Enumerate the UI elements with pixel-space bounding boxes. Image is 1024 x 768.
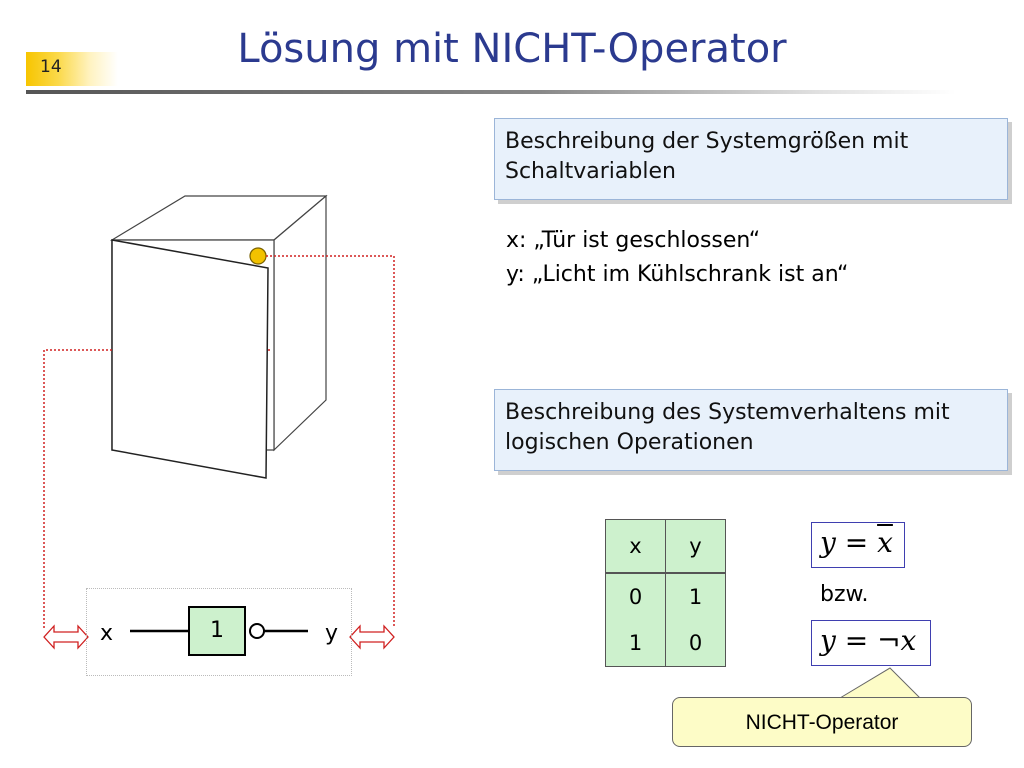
callout-pointer [838,667,922,699]
formula-equals: = [835,526,878,559]
left-double-arrow-icon [43,624,89,650]
not-gate: 1 [188,606,246,656]
table-row: 1 0 [606,620,726,667]
formula-lhs: y [820,526,836,559]
circuit-frame [86,588,352,676]
sensor-wire [266,255,395,628]
slide-number: 14 [40,57,62,77]
cell: 0 [665,620,726,667]
circuit-input-label: x [100,621,114,646]
formula-negation: y = ¬x [811,620,931,666]
formula-rhs-negation: ¬x [877,624,917,657]
formula-lhs: y [820,624,836,657]
system-behavior-box: Beschreibung des Systemverhaltens mit lo… [494,389,1008,471]
connector-text: bzw. [820,582,869,607]
formula-overline: y = x [811,522,905,568]
formula-equals: = [835,624,878,657]
door-sensor-icon [249,247,267,265]
truth-table-header: x y [605,519,726,574]
system-sizes-box: Beschreibung der Systemgrößen mit Schalt… [494,118,1008,200]
y-definition: y: „Licht im Kühlschrank ist an“ [506,262,849,287]
variable-definitions: x: „Tür ist geschlossen“ y: „Licht im Kü… [506,224,848,292]
formula-rhs-overline: x [877,526,893,559]
slide-number-badge [26,52,118,86]
not-operator-callout: NICHT-Operator [672,697,972,747]
light-wire [43,349,112,628]
fridge-side [273,194,327,452]
truth-table: x y 0 1 1 0 [605,519,726,667]
cell: 1 [628,631,643,655]
fridge-door [111,239,269,479]
slide-title: Lösung mit NICHT-Operator [237,26,787,72]
x-definition: x: „Tür ist geschlossen“ [506,228,761,253]
table-row: 0 1 [606,573,726,620]
cell: 1 [665,573,726,620]
circuit-output-label: y [325,621,339,646]
cell: 0 [628,585,643,609]
header-y: y [665,519,726,574]
right-double-arrow-icon [349,624,395,650]
title-divider [26,90,956,94]
header-x: x [605,519,666,574]
